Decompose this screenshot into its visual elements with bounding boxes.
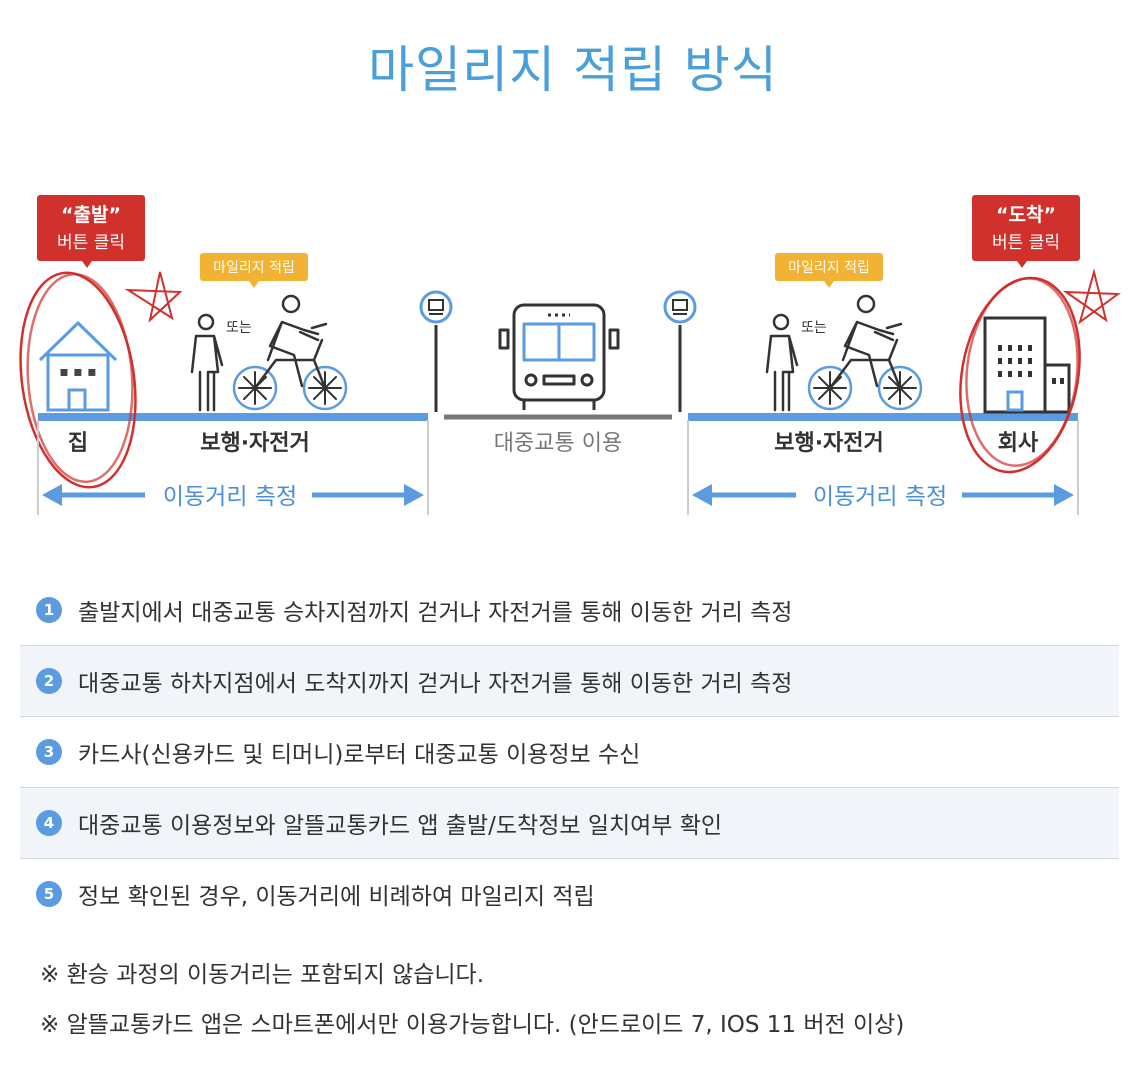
step-text: 대중교통 하차지점에서 도착지까지 걷거나 자전거를 통해 이동한 거리 측정 (78, 671, 793, 697)
step-number-badge: 2 (36, 668, 62, 694)
step-row: 5 정보 확인된 경우, 이동거리에 비례하여 마일리지 적립 (20, 859, 1119, 929)
mileage-tag-left: 마일리지 적립 (200, 253, 308, 288)
mileage-tag-left-label: 마일리지 적립 (213, 260, 295, 276)
pedestrian-icon-right (765, 313, 799, 412)
measure-left-label: 이동거리 측정 (163, 484, 297, 510)
walk-bike-label-right: 보행·자전거 (774, 431, 884, 456)
or-text-right: 또는 (801, 320, 827, 336)
star-scribble-right-icon (1062, 268, 1121, 325)
pedestrian-icon-left (190, 313, 224, 412)
svg-text:▪ ▪ ▪: ▪ ▪ ▪ (59, 364, 96, 380)
bus-stop-sign-right-icon (663, 290, 697, 412)
cyclist-icon-right (807, 294, 923, 411)
home-icon: ▪ ▪ ▪ (38, 320, 118, 412)
step-row: 1 출발지에서 대중교통 승차지점까지 걷거나 자전거를 통해 이동한 거리 측… (20, 575, 1119, 646)
step-number-badge: 1 (36, 597, 62, 623)
page-title: 마일리지 적립 방식 (368, 41, 778, 99)
bus-icon (498, 303, 620, 410)
bus-stop-sign-left-icon (419, 290, 453, 412)
home-highlight-circle (19, 271, 137, 489)
step-text: 카드사(신용카드 및 티머니)로부터 대중교통 이용정보 수신 (78, 742, 641, 768)
measure-arrow-left: 이동거리 측정 (42, 484, 424, 510)
home-label: 집 (68, 431, 88, 456)
mileage-tag-right-label: 마일리지 적립 (788, 260, 870, 276)
step-number-badge: 3 (36, 739, 62, 765)
end-bubble-line1: “도착” (996, 204, 1056, 226)
measure-arrow-right: 이동거리 측정 (692, 484, 1074, 510)
office-label: 회사 (998, 431, 1039, 456)
start-button-bubble: “출발” 버튼 클릭 (37, 195, 145, 268)
step-text: 정보 확인된 경우, 이동거리에 비례하여 마일리지 적립 (78, 884, 595, 910)
end-bubble-line2: 버튼 클릭 (992, 233, 1060, 253)
office-highlight-circle (959, 276, 1081, 474)
office-building-icon (983, 316, 1071, 414)
or-text-left: 또는 (226, 320, 252, 336)
end-button-bubble: “도착” 버튼 클릭 (972, 195, 1080, 268)
step-text: 대중교통 이용정보와 알뜰교통카드 앱 출발/도착정보 일치여부 확인 (78, 813, 723, 839)
step-row: 3 카드사(신용카드 및 티머니)로부터 대중교통 이용정보 수신 (20, 717, 1119, 788)
steps-list: 1 출발지에서 대중교통 승차지점까지 걷거나 자전거를 통해 이동한 거리 측… (20, 575, 1119, 929)
mileage-tag-right: 마일리지 적립 (775, 253, 883, 288)
star-scribble-left-icon (124, 271, 183, 323)
note-transfer: ※ 환승 과정의 이동거리는 포함되지 않습니다. (40, 962, 485, 988)
walk-bike-label-left: 보행·자전거 (200, 431, 310, 456)
transit-label: 대중교통 이용 (494, 431, 622, 456)
start-bubble-line2: 버튼 클릭 (57, 233, 125, 253)
cyclist-icon-left (232, 294, 348, 411)
start-bubble-line1: “출발” (61, 204, 121, 226)
note-smartphone-only: ※ 알뜰교통카드 앱은 스마트폰에서만 이용가능합니다. (안드로이드 7, I… (40, 1012, 905, 1038)
notes: ※ 환승 과정의 이동거리는 포함되지 않습니다. ※ 알뜰교통카드 앱은 스마… (40, 955, 904, 1055)
step-row: 4 대중교통 이용정보와 알뜰교통카드 앱 출발/도착정보 일치여부 확인 (20, 788, 1119, 859)
step-number-badge: 5 (36, 881, 62, 907)
mileage-diagram: “출발” 버튼 클릭 “도착” 버튼 클릭 마일리지 적립 마일리지 적립 ▪ … (19, 195, 1121, 515)
measure-right-label: 이동거리 측정 (813, 484, 947, 510)
step-text: 출발지에서 대중교통 승차지점까지 걷거나 자전거를 통해 이동한 거리 측정 (78, 600, 793, 626)
step-number-badge: 4 (36, 810, 62, 836)
step-row: 2 대중교통 하차지점에서 도착지까지 걷거나 자전거를 통해 이동한 거리 측… (20, 646, 1119, 717)
